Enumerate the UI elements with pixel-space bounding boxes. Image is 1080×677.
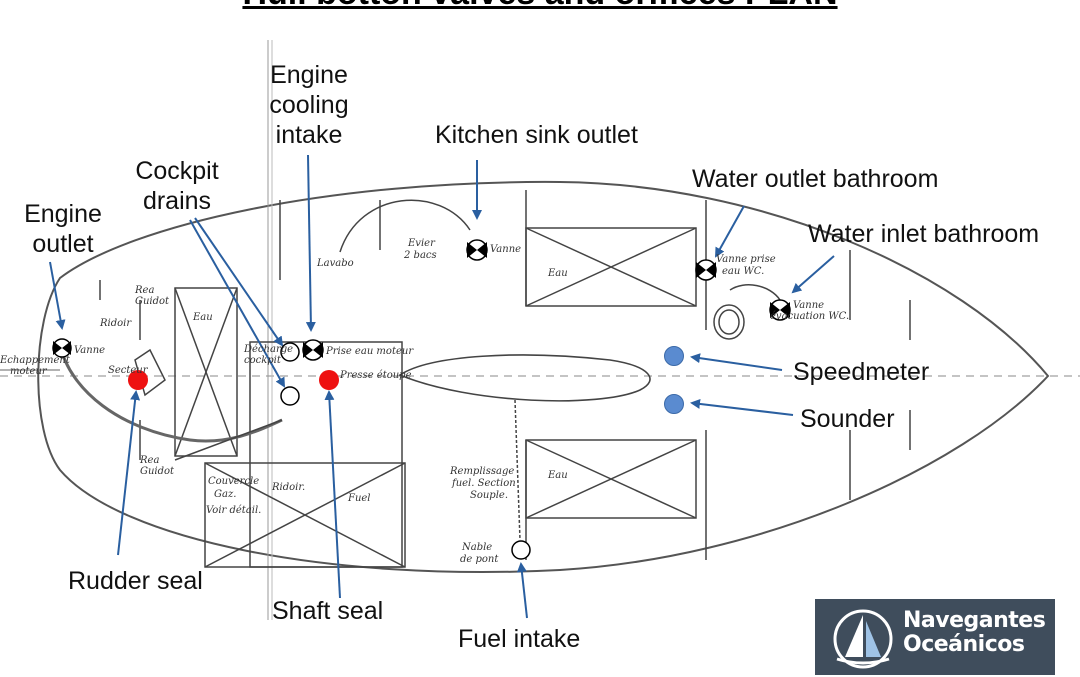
valve-engine-outlet [52, 338, 72, 358]
label-fuel-intake: Fuel intake [458, 625, 581, 653]
annot-moteur: moteur [10, 366, 47, 377]
label-engine-cooling-intake: Engine cooling intake [244, 60, 374, 150]
label-cockpit-drains-line2: drains [142, 187, 212, 215]
shaft-seal-point [319, 370, 339, 390]
keel-outline [398, 354, 651, 402]
annot-evac-2: évacuation WC. [770, 311, 850, 322]
annot-secteur: Secteur [108, 365, 148, 376]
navegantes-logo: Navegantes Oceánicos [815, 599, 1055, 675]
label-water-outlet-bathroom: Water outlet bathroom [692, 165, 939, 193]
annot-prise-1: Vanne prise [716, 254, 776, 265]
annot-eau-port: Eau [548, 268, 568, 279]
sailboat-emblem-icon [833, 609, 893, 669]
arrow-cooling [305, 154, 316, 332]
logo-line1: Navegantes [903, 608, 1046, 633]
annot-prise-eau-moteur: Prise eau moteur [326, 346, 414, 357]
annot-presse: Presse étoupe [340, 370, 412, 381]
valve-cooling [302, 339, 324, 361]
annot-ridoir-2: Ridoir. [272, 482, 306, 493]
annot-nable-1: Nable [462, 542, 493, 553]
annot-eau-aft: Eau [193, 312, 213, 323]
logo-line2: Oceánicos [903, 632, 1025, 657]
drain-1 [280, 342, 300, 362]
annot-evier-2: 2 bacs [404, 250, 437, 261]
arrow-shaft [324, 390, 341, 599]
annot-remplissage-1: Remplissage [450, 466, 515, 477]
arrow-speedmeter [690, 353, 783, 371]
annot-vanne-sink: Vanne [490, 244, 522, 255]
annot-evier: Evier [408, 238, 435, 249]
label-cooling-line3: intake [275, 121, 343, 149]
label-cooling-line1: Engine [270, 61, 348, 89]
annot-rea-3: Rea [140, 455, 160, 466]
annot-couvercle-3: Voir détail. [206, 505, 262, 516]
annot-remplissage-2: fuel. Section [452, 478, 516, 489]
arrow-engine-outlet [49, 261, 66, 330]
annot-rea-4: Guidot [140, 466, 175, 477]
annot-decharge-2: cockpit [244, 355, 281, 366]
label-shaft-seal: Shaft seal [272, 597, 384, 625]
fuel-intake-point [511, 540, 531, 560]
annot-rea-2: Guidot [135, 296, 170, 307]
annot-decharge-1: Décharge [244, 344, 294, 355]
rudder-seal-point [128, 370, 148, 390]
annot-vanne-engine: Vanne [74, 345, 106, 356]
valve-sink [466, 239, 488, 261]
annot-prise-2: eau WC. [722, 266, 765, 277]
label-speedmeter: Speedmeter [793, 358, 930, 386]
label-cooling-line2: cooling [269, 91, 349, 119]
label-sounder: Sounder [800, 405, 895, 433]
label-engine-outlet-line1: Engine [24, 200, 102, 228]
arrow-rudder [117, 390, 141, 556]
annot-fuel: Fuel [348, 493, 371, 504]
label-cockpit-drains-line1: Cockpit [135, 157, 219, 185]
arrow-fuel [516, 562, 528, 619]
diagram-title: Hull botton valves and orifices PLAN [0, 0, 1080, 13]
arrow-drain-1 [194, 217, 284, 347]
label-rudder-seal: Rudder seal [68, 567, 203, 595]
annot-couvercle-1: Couvercle [208, 476, 260, 487]
hull-outline [37, 180, 1050, 574]
annot-nable-2: de pont [460, 554, 499, 565]
arrow-wc-inlet [791, 255, 835, 294]
annot-echappement: Echappement [0, 355, 70, 366]
arrow-wc-outlet [715, 205, 745, 258]
annot-lavabo: Lavabo [317, 258, 354, 269]
arrow-drain-2 [189, 219, 285, 388]
arrow-sounder [690, 398, 794, 416]
label-water-inlet-bathroom: Water inlet bathroom [808, 220, 1040, 248]
valve-wc-inlet [769, 299, 791, 321]
sounder-point [664, 394, 684, 414]
valve-wc-outlet [695, 259, 717, 281]
logo-wordmark: Navegantes Oceánicos [903, 608, 1046, 657]
annot-remplissage-3: Souple. [470, 490, 509, 501]
annot-ridoir: Ridoir [100, 318, 132, 329]
label-kitchen-sink-outlet: Kitchen sink outlet [435, 121, 638, 149]
label-engine-outlet: Engine outlet [4, 199, 122, 259]
speedmeter-point [664, 346, 684, 366]
annot-rea-1: Rea [135, 285, 155, 296]
label-engine-outlet-line2: outlet [32, 230, 94, 258]
annot-evac-1: Vanne [793, 300, 825, 311]
annot-eau-stbd: Eau [548, 470, 568, 481]
annot-couvercle-2: Gaz. [214, 489, 237, 500]
drain-2 [280, 386, 300, 406]
label-cockpit-drains: Cockpit drains [112, 156, 242, 216]
valve-markers [52, 239, 791, 361]
